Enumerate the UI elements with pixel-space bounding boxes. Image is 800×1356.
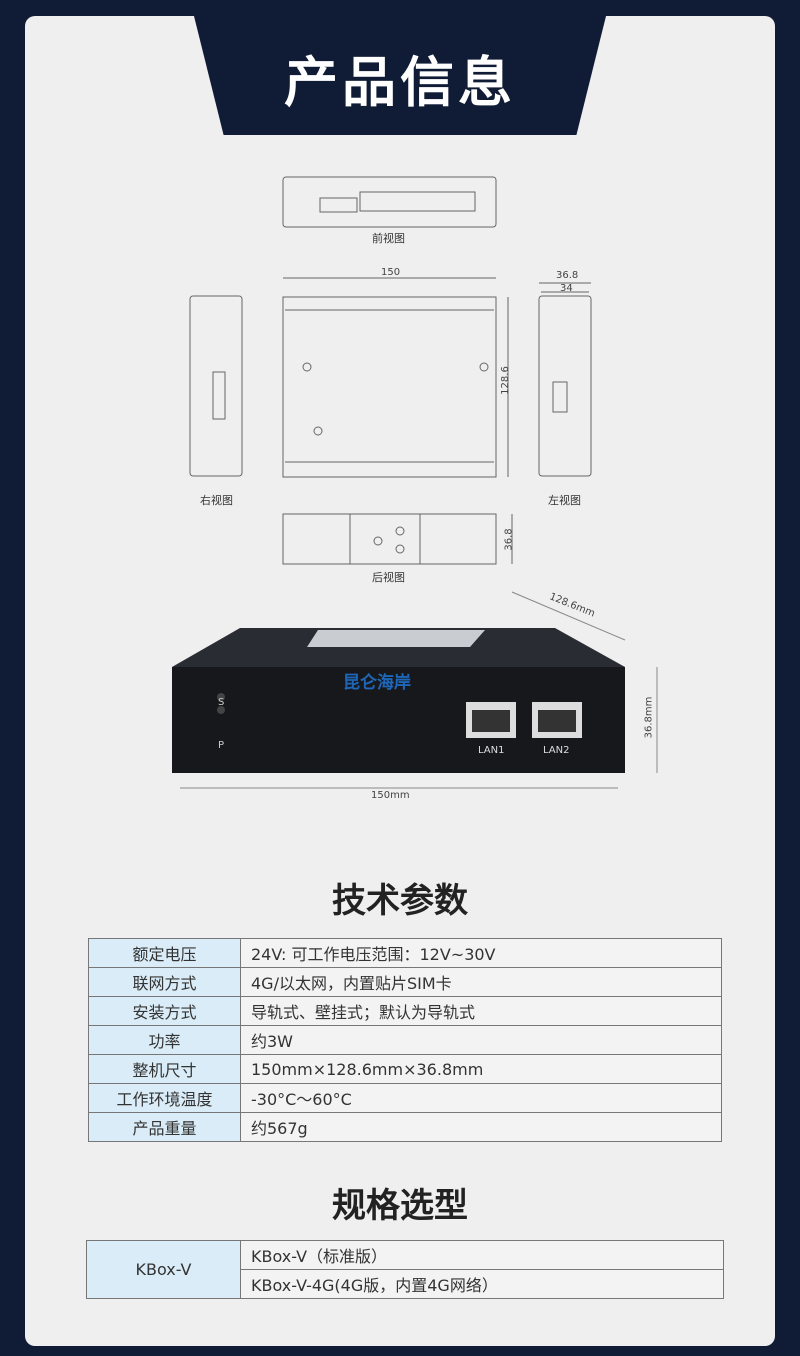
product-photo [172,591,658,789]
left-view-label: 左视图 [548,494,581,507]
table-row: 产品重量约567g [88,1112,722,1142]
specs-title: 技术参数 [332,881,468,921]
led-p-label: P [218,740,225,751]
spec-key: 产品重量 [88,1112,241,1142]
spec-value: 4G/以太网，内置贴片SIM卡 [240,967,722,997]
photo-height: 36.8mm [643,696,655,739]
page-title: 产品信息 [284,51,516,114]
spec-key: 额定电压 [88,938,241,968]
spec-value: 约567g [240,1112,722,1142]
photo-width: 150mm [371,790,410,801]
spec-key: 功率 [88,1025,241,1055]
table-row: 安装方式导轨式、壁挂式；默认为导轨式 [88,996,722,1026]
dim-depth: 128.6 [499,366,511,395]
technical-drawings [189,176,592,565]
spec-key: 整机尺寸 [88,1054,241,1084]
header-tab [190,0,610,135]
lan2-label: LAN2 [543,745,570,756]
front-view-label: 前视图 [372,232,405,245]
spec-value: 150mm×128.6mm×36.8mm [240,1054,722,1084]
led-s-label: S [218,697,225,708]
model-option: KBox-V-4G(4G版，内置4G网络） [240,1269,724,1299]
dim-height: 36.8 [556,270,579,281]
model-option: KBox-V（标准版） [240,1240,724,1270]
dim-width: 150 [381,267,401,278]
right-view-label: 右视图 [200,494,233,507]
lan1-label: LAN1 [478,745,505,756]
table-row: 工作环境温度-30°C～60°C [88,1083,722,1113]
spec-value: 约3W [240,1025,722,1055]
brand-logo: 昆仑海岸 [343,673,411,693]
spec-value: 导轨式、壁挂式；默认为导轨式 [240,996,722,1026]
models-title: 规格选型 [332,1186,468,1226]
spec-value: -30°C～60°C [240,1083,722,1113]
spec-key: 工作环境温度 [88,1083,241,1113]
back-view-label: 后视图 [372,571,405,584]
table-row: 功率约3W [88,1025,722,1055]
spec-key: 安装方式 [88,996,241,1026]
spec-value: 24V: 可工作电压范围：12V~30V [240,938,722,968]
dim-back-height: 36.8 [503,528,515,551]
spec-key: 联网方式 [88,967,241,997]
dim-inner: 34 [560,283,573,294]
table-row: KBox-V-4G(4G版，内置4G网络） [87,1269,724,1299]
model-name: KBox-V [86,1240,241,1299]
